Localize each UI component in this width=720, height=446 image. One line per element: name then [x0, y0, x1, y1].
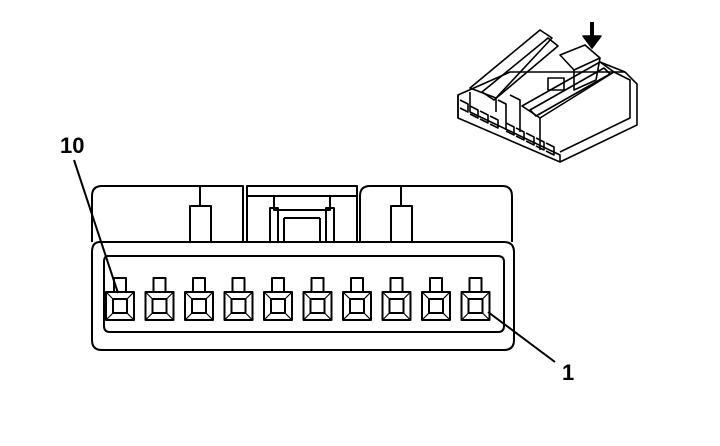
connector-front-view	[91, 185, 515, 351]
pin-10-callout: 10	[60, 133, 119, 294]
terminal-cavity	[381, 277, 412, 321]
terminal-cavity	[263, 277, 293, 321]
connector-3d-view	[457, 22, 638, 163]
terminal-cavity	[342, 277, 372, 321]
pin-label-left: 10	[60, 133, 84, 158]
terminal-cavity	[302, 277, 333, 321]
down-arrow-icon	[582, 22, 602, 49]
terminal-cavities	[105, 277, 491, 321]
terminal-cavity	[144, 277, 175, 321]
terminal-cavity	[223, 277, 254, 321]
terminal-cavity	[184, 277, 214, 321]
pin-1-callout: 1	[487, 311, 574, 385]
terminal-cavity	[105, 277, 135, 321]
terminal-cavity	[421, 277, 451, 321]
pin-label-right: 1	[562, 360, 574, 385]
terminal-cavity	[460, 277, 491, 321]
